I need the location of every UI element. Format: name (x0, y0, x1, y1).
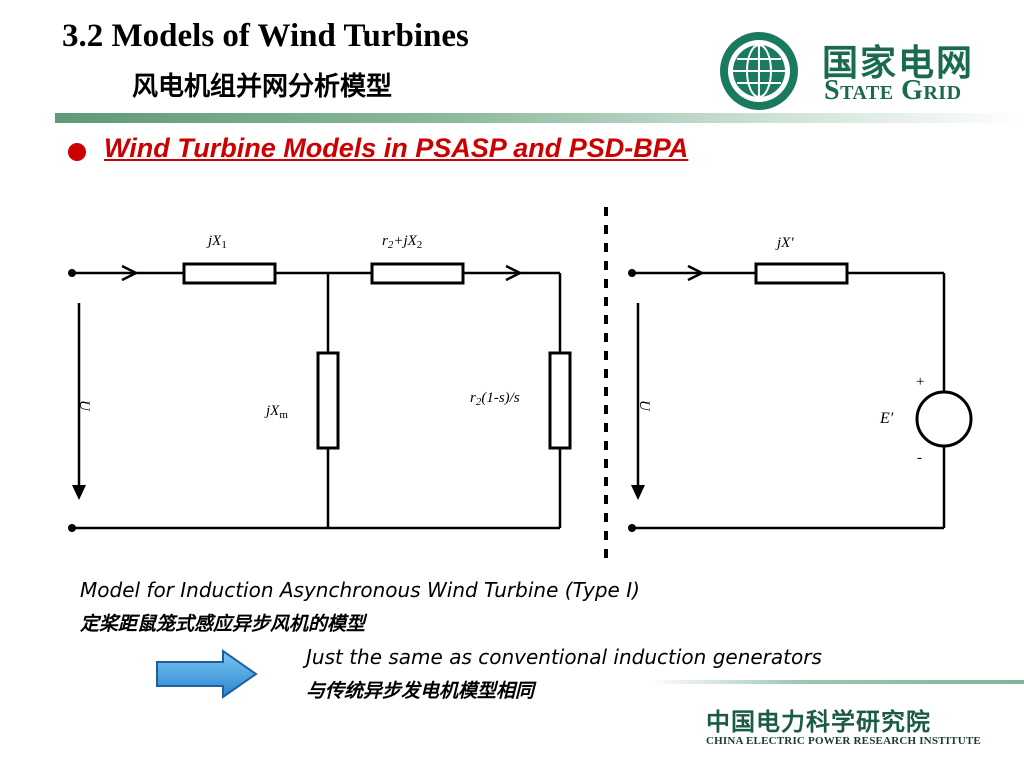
label-e-prime: E′ (879, 410, 894, 427)
label-minus: - (917, 450, 922, 466)
label-voltage-u-left: U (76, 400, 92, 412)
footer-divider (650, 680, 1024, 684)
voltage-source-e-prime (915, 390, 973, 448)
slide-title-zh: 风电机组并网分析模型 (132, 72, 393, 102)
label-r2-jx2: r2+jX2 (382, 233, 422, 251)
right-arrow-icon (156, 649, 258, 699)
label-jx1: jX1 (206, 233, 227, 251)
state-grid-globe-emblem-icon (720, 32, 798, 110)
equivalent-circuit-diagram: jX1 r2+jX2 jXm r2(1-s)/s U jX′ E′ + - U (68, 207, 973, 565)
label-plus: + (915, 374, 925, 390)
left-voltage-arrow (72, 485, 86, 500)
resistor-jxm (316, 351, 340, 450)
slide-title-en: 3.2 Models of Wind Turbines (62, 18, 469, 54)
label-r2-slip: r2(1-s)/s (470, 390, 520, 408)
resistor-r2-jx2 (370, 262, 465, 285)
label-voltage-u-right: U (636, 400, 652, 412)
right-circuit (628, 262, 973, 532)
label-jx-prime: jX′ (775, 235, 794, 251)
left-circuit (68, 262, 572, 532)
resistor-jx-prime (754, 262, 849, 285)
model-caption-zh: 定桨距鼠笼式感应异步风机的模型 (80, 613, 366, 635)
label-jxm: jXm (264, 403, 288, 421)
resistor-r2-slip (548, 351, 572, 450)
institute-name-zh: 中国电力科学研究院 (706, 708, 931, 736)
note-en: Just the same as conventional induction … (306, 645, 822, 669)
note-zh: 与传统异步发电机模型相同 (306, 680, 535, 702)
institute-name-en: CHINA ELECTRIC POWER RESEARCH INSTITUTE (706, 735, 981, 747)
bullet-dot-icon (68, 143, 86, 161)
state-grid-logo-zh: 国家电网 (822, 43, 975, 84)
resistor-jx1 (182, 262, 277, 285)
section-subtitle: Wind Turbine Models in PSASP and PSD-BPA (104, 133, 689, 163)
right-voltage-arrow (631, 485, 645, 500)
header-divider (55, 113, 1024, 123)
model-caption-en: Model for Induction Asynchronous Wind Tu… (80, 578, 640, 602)
state-grid-logo-en: State Grid (824, 75, 962, 106)
